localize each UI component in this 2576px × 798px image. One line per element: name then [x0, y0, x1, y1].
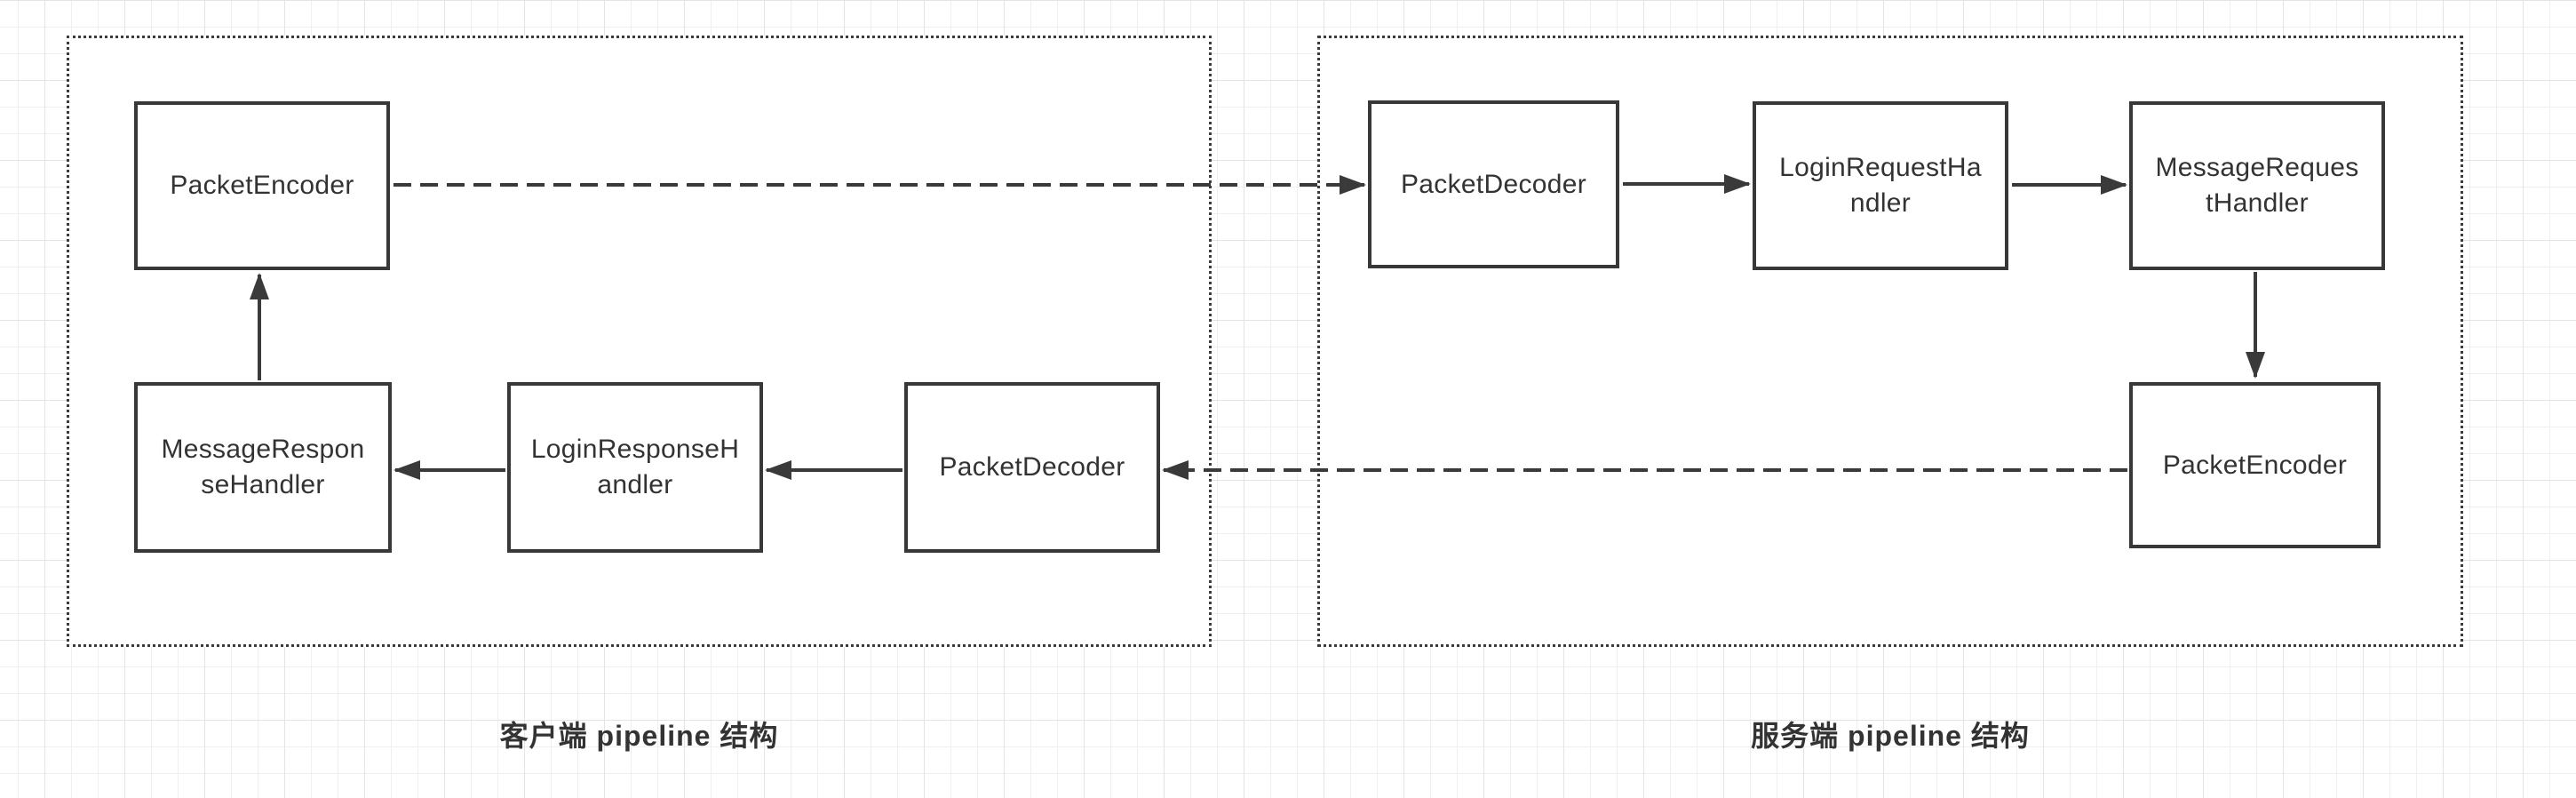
client-pipeline-caption: 客户端 pipeline 结构 [499, 720, 779, 752]
server-pipeline-caption: 服务端 pipeline 结构 [1751, 720, 2030, 752]
node-server-packet-encoder: PacketEncoder [2129, 382, 2381, 548]
node-client-packet-decoder: PacketDecoder [904, 382, 1160, 553]
node-server-login-request-handler: LoginRequestHa ndler [1753, 101, 2008, 270]
node-server-message-request-handler: MessageReques tHandler [2129, 101, 2385, 270]
node-client-login-response-handler: LoginResponseH andler [507, 382, 763, 553]
node-client-message-response-handler: MessageRespon seHandler [134, 382, 392, 553]
node-server-packet-decoder: PacketDecoder [1368, 100, 1619, 268]
node-client-packet-encoder: PacketEncoder [134, 101, 390, 270]
